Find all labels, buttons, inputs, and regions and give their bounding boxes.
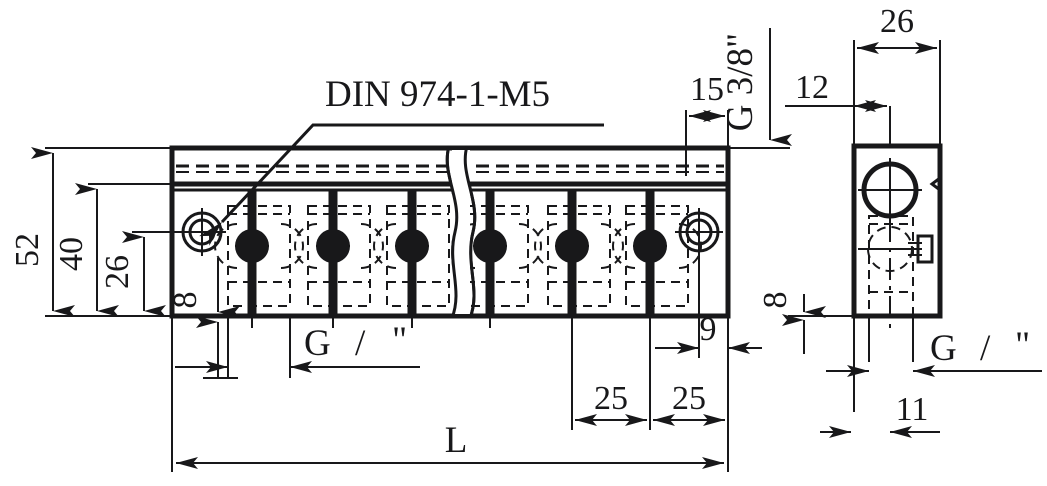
port-assembly <box>294 190 384 330</box>
dim-value-11-side: 11 <box>896 391 929 428</box>
port-assembly <box>534 190 624 330</box>
side-view <box>851 143 943 330</box>
dim-15: 15 <box>685 71 729 176</box>
port-assembly <box>612 190 702 330</box>
dim-25-right: 25 <box>653 316 729 430</box>
dim-9: 9 <box>655 256 762 358</box>
thread-label-G-side: G <box>930 328 957 369</box>
port-thread-label: G 3/8" <box>720 33 761 131</box>
dim-value-L: L <box>445 420 468 461</box>
port-assembly <box>452 190 542 330</box>
dim-26-side: 26 <box>853 3 941 146</box>
dim-L: L <box>171 316 729 472</box>
port-thread-callout: G 3/8" <box>720 28 792 149</box>
dim-25-left: 25 <box>571 316 651 430</box>
dim-11-side: 11 <box>820 391 940 438</box>
thread-label-slash-side: / <box>980 328 991 369</box>
din-callout: DIN 974-1-M5 <box>199 74 604 246</box>
dim-value-26-side: 26 <box>880 3 914 40</box>
port-assemblies <box>214 190 702 330</box>
dim-value-8-side: 8 <box>757 292 794 309</box>
dim-26: 26 <box>99 231 190 317</box>
port-assembly <box>214 190 304 330</box>
thread-label-inch-side: " <box>1015 325 1030 366</box>
din-callout-label: DIN 974-1-M5 <box>325 74 550 115</box>
dim-value-40: 40 <box>53 237 90 271</box>
thread-label-slash-front: / <box>355 323 366 364</box>
dim-value-25-right: 25 <box>672 380 706 417</box>
dim-value-8-front: 8 <box>167 292 204 309</box>
thread-label-G-front: G <box>304 323 331 364</box>
dim-value-9: 9 <box>700 311 717 348</box>
dim-8-front: 8 <box>167 258 240 379</box>
dim-12-side: 12 <box>785 69 891 146</box>
dim-value-25-left: 25 <box>594 380 628 417</box>
dim-G-front: G / " <box>175 316 420 378</box>
dim-40: 40 <box>53 183 172 317</box>
dim-value-26: 26 <box>99 255 136 289</box>
dim-8-side: 8 <box>757 292 854 354</box>
thread-label-inch-front: " <box>392 320 407 361</box>
dim-value-52: 52 <box>9 233 46 267</box>
dim-value-15: 15 <box>690 71 724 108</box>
dim-G-side: G / " <box>826 316 1042 412</box>
break-line <box>445 145 477 319</box>
dim-value-12-side: 12 <box>795 69 829 106</box>
port-assembly <box>373 190 450 330</box>
